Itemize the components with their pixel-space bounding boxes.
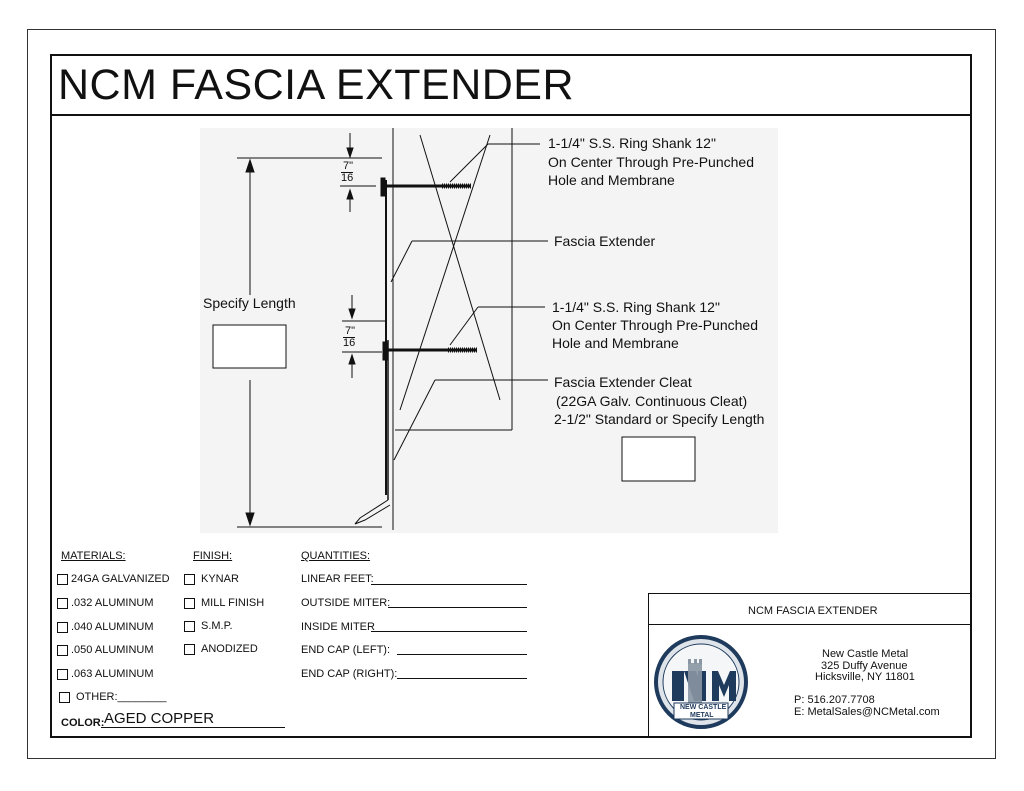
end-cap-right-field[interactable] xyxy=(397,678,527,679)
title-block xyxy=(648,593,972,738)
quantity-label: END CAP (RIGHT): xyxy=(301,668,398,680)
company-phone: P: 516.207.7708 xyxy=(794,694,875,706)
material-label: 24GA GALVANIZED xyxy=(71,573,170,585)
checkbox-kynar[interactable] xyxy=(184,574,195,585)
color-underline xyxy=(101,727,285,728)
inside-miter-field[interactable] xyxy=(371,631,527,632)
callout-top-fastener-line3: Hole and Membrane xyxy=(548,172,675,188)
fastener-head-top xyxy=(380,177,386,197)
callout-cleat-line3: 2-1/2" Standard or Specify Length xyxy=(554,411,765,427)
finish-label: KYNAR xyxy=(201,573,239,585)
drawing-sheet-border xyxy=(27,29,996,759)
cleat-length-box xyxy=(621,436,696,482)
end-cap-left-field[interactable] xyxy=(397,654,527,655)
dim-top-numerator: 7" xyxy=(343,160,354,172)
brace-line xyxy=(399,134,491,411)
leader-line-4 xyxy=(393,379,436,461)
title-block-drawing-name: NCM FASCIA EXTENDER xyxy=(748,605,878,617)
dim-arrow xyxy=(346,188,354,200)
callout-top-fastener-line2: On Center Through Pre-Punched xyxy=(548,154,754,170)
quantities-header: QUANTITIES: xyxy=(301,550,371,562)
checkbox-other[interactable] xyxy=(59,692,70,703)
ncm-logo xyxy=(654,635,748,729)
leader-line-3 xyxy=(449,306,479,346)
dim-arrow xyxy=(348,308,356,320)
fastener-head-bottom xyxy=(382,341,388,361)
dim-arrow xyxy=(346,147,354,159)
callout-cleat-line2: (22GA Galv. Continuous Cleat) xyxy=(556,393,748,409)
dim-bottom-denominator: 16 xyxy=(343,337,356,349)
page-title: NCM FASCIA EXTENDER xyxy=(58,61,575,109)
quantity-label: LINEAR FEET: xyxy=(301,573,374,585)
company-address-1: 325 Duffy Avenue xyxy=(821,660,908,672)
logo-text-line1: NEW CASTLE xyxy=(680,704,727,711)
quantity-label: INSIDE MITER xyxy=(301,621,375,633)
checkbox-mill-finish[interactable] xyxy=(184,598,195,609)
finish-label: ANODIZED xyxy=(201,643,258,655)
finish-header: FINISH: xyxy=(193,550,233,562)
company-address-2: Hicksville, NY 11801 xyxy=(815,671,915,683)
specify-length-box xyxy=(212,324,287,369)
material-label: .050 ALUMINUM xyxy=(71,644,154,656)
logo-text-line2: METAL xyxy=(690,712,714,719)
callout-cleat-line1: Fascia Extender Cleat xyxy=(554,374,692,390)
finish-label: S.M.P. xyxy=(201,620,233,632)
brace-line xyxy=(419,134,501,401)
company-email[interactable]: E: MetalSales@NCMetal.com xyxy=(794,706,940,718)
outside-miter-field[interactable] xyxy=(388,607,527,608)
dim-arrow xyxy=(245,158,255,173)
title-bar xyxy=(50,54,972,116)
checkbox-063-aluminum[interactable] xyxy=(57,669,68,680)
leader-line-2 xyxy=(390,240,413,283)
linear-feet-field[interactable] xyxy=(371,584,527,585)
materials-header: MATERIALS: xyxy=(61,550,126,562)
material-label: .040 ALUMINUM xyxy=(71,621,154,633)
dim-arrow xyxy=(245,512,255,527)
checkbox-smp[interactable] xyxy=(184,621,195,632)
dim-arrow xyxy=(348,353,356,365)
cleat-hem xyxy=(354,499,391,525)
callout-fascia-extender: Fascia Extender xyxy=(554,233,656,249)
callout-bottom-fastener-line2: On Center Through Pre-Punched xyxy=(552,317,758,333)
checkbox-040-aluminum[interactable] xyxy=(57,622,68,633)
leader-line-1 xyxy=(449,143,489,183)
quantity-label: END CAP (LEFT): xyxy=(301,644,391,656)
title-block-header-cell xyxy=(648,593,972,625)
company-name: New Castle Metal xyxy=(822,648,909,660)
quantity-label: OUTSIDE MITER: xyxy=(301,597,391,609)
material-label: OTHER:________ xyxy=(76,691,167,703)
dim-top-denominator: 16 xyxy=(341,172,354,184)
dim-bottom-numerator: 7" xyxy=(345,325,356,337)
checkbox-050-aluminum[interactable] xyxy=(57,645,68,656)
checkbox-24ga-galvanized[interactable] xyxy=(57,574,68,585)
specify-length-label: Specify Length xyxy=(203,295,296,311)
material-label: .063 ALUMINUM xyxy=(71,668,154,680)
callout-bottom-fastener-line3: Hole and Membrane xyxy=(552,335,679,351)
callout-bottom-fastener-line1: 1-1/4" S.S. Ring Shank 12" xyxy=(552,299,720,315)
checkbox-032-aluminum[interactable] xyxy=(57,598,68,609)
color-label: COLOR: xyxy=(61,717,105,729)
checkbox-anodized[interactable] xyxy=(184,644,195,655)
finish-label: MILL FINISH xyxy=(201,597,265,609)
callout-top-fastener-line1: 1-1/4" S.S. Ring Shank 12" xyxy=(548,135,716,151)
color-value[interactable]: AGED COPPER xyxy=(104,710,215,727)
material-label: .032 ALUMINUM xyxy=(71,597,154,609)
